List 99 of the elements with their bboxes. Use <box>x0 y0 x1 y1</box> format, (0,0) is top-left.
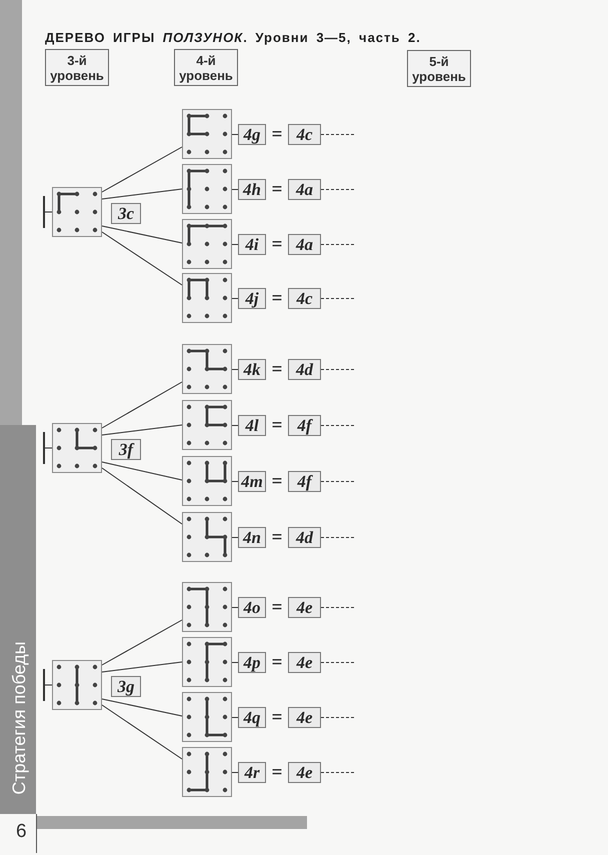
connector-line <box>232 537 238 538</box>
position-label: 3f <box>111 439 141 460</box>
position-label: 4r <box>238 762 266 783</box>
root-bar-line <box>43 195 52 229</box>
position-label: 4c <box>288 124 321 145</box>
dot-grid-drawing <box>182 400 232 450</box>
dot-grid-drawing <box>182 692 232 742</box>
connector-line <box>102 462 182 480</box>
position-label: 3c <box>111 203 141 224</box>
connector-line <box>232 717 238 718</box>
equals-sign: = <box>270 415 284 436</box>
connector-line <box>232 298 238 299</box>
position-label: 4q <box>238 707 266 728</box>
dotted-line <box>320 537 356 538</box>
position-label: 4d <box>288 359 321 380</box>
connector-line <box>102 698 182 716</box>
dot-grid-drawing <box>182 273 232 323</box>
connector-line <box>102 620 182 666</box>
dotted-line <box>320 244 356 245</box>
page-title: ДЕРЕВО ИГРЫ ПОЛЗУНОК. Уровни 3—5, часть 2. <box>45 30 421 45</box>
page-number: 6 <box>16 821 28 843</box>
connector-line <box>102 662 182 672</box>
position-label: 4f <box>288 415 321 436</box>
dot-grid-drawing <box>182 582 232 632</box>
dotted-line <box>320 189 356 190</box>
dot-grid-drawing <box>182 344 232 394</box>
position-label: 4e <box>288 597 321 618</box>
dotted-line <box>320 481 356 482</box>
dot-grid-drawing <box>52 187 102 237</box>
dotted-line <box>320 425 356 426</box>
dotted-line <box>320 717 356 718</box>
equals-sign: = <box>270 359 284 380</box>
connector-line <box>232 244 238 245</box>
root-bar-line <box>43 431 52 465</box>
position-label: 3g <box>111 676 141 697</box>
dot-grid-drawing <box>182 512 232 562</box>
position-label: 4i <box>238 234 266 255</box>
dotted-line <box>320 298 356 299</box>
connector-line <box>102 146 182 192</box>
connector-line <box>102 382 182 428</box>
connector-line <box>232 607 238 608</box>
position-label: 4e <box>288 707 321 728</box>
equals-sign: = <box>270 471 284 492</box>
position-label: 4o <box>238 597 266 618</box>
level-header: 3-й уровень <box>45 49 109 86</box>
connector-line <box>102 232 182 286</box>
dot-grid-drawing <box>182 747 232 797</box>
position-label: 4p <box>238 652 266 673</box>
connector-line <box>232 425 238 426</box>
dot-grid-drawing <box>52 660 102 710</box>
equals-sign: = <box>270 707 284 728</box>
dotted-line <box>320 134 356 135</box>
connector-line <box>232 481 238 482</box>
equals-sign: = <box>270 234 284 255</box>
connector-line <box>102 704 182 760</box>
equals-sign: = <box>270 762 284 783</box>
equals-sign: = <box>270 527 284 548</box>
connector-line <box>232 134 238 135</box>
position-label: 4j <box>238 288 266 309</box>
dotted-line <box>320 607 356 608</box>
dot-grid-drawing <box>182 456 232 506</box>
dot-grid-drawing <box>182 164 232 214</box>
position-label: 4m <box>238 471 266 492</box>
position-label: 4d <box>288 527 321 548</box>
position-label: 4g <box>238 124 266 145</box>
equals-sign: = <box>270 124 284 145</box>
position-label: 4c <box>288 288 321 309</box>
dotted-line <box>320 662 356 663</box>
equals-sign: = <box>270 652 284 673</box>
connector-line <box>232 189 238 190</box>
dotted-line <box>320 369 356 370</box>
position-label: 4f <box>288 471 321 492</box>
sidebar-title: Стратегия победы <box>8 640 30 797</box>
dot-grid-drawing <box>182 637 232 687</box>
connector-line <box>232 662 238 663</box>
position-label: 4l <box>238 415 266 436</box>
position-label: 4a <box>288 234 321 255</box>
position-label: 4a <box>288 179 321 200</box>
dot-grid-drawing <box>182 109 232 159</box>
position-label: 4k <box>238 359 266 380</box>
position-label: 4n <box>238 527 266 548</box>
dot-grid-drawing <box>182 219 232 269</box>
position-label: 4e <box>288 762 321 783</box>
root-bar-line <box>43 668 52 702</box>
level-header: 4-й уровень <box>174 49 238 86</box>
position-label: 4h <box>238 179 266 200</box>
connector-line <box>102 424 182 436</box>
connector-line <box>232 369 238 370</box>
dot-grid-drawing <box>52 423 102 473</box>
dotted-line <box>320 772 356 773</box>
connector-line <box>102 188 182 200</box>
equals-sign: = <box>270 179 284 200</box>
equals-sign: = <box>270 288 284 309</box>
connector-line <box>102 468 182 524</box>
equals-sign: = <box>270 597 284 618</box>
level-header: 5-й уровень <box>407 50 471 87</box>
position-label: 4e <box>288 652 321 673</box>
connector-line <box>102 226 182 244</box>
connector-line <box>232 772 238 773</box>
